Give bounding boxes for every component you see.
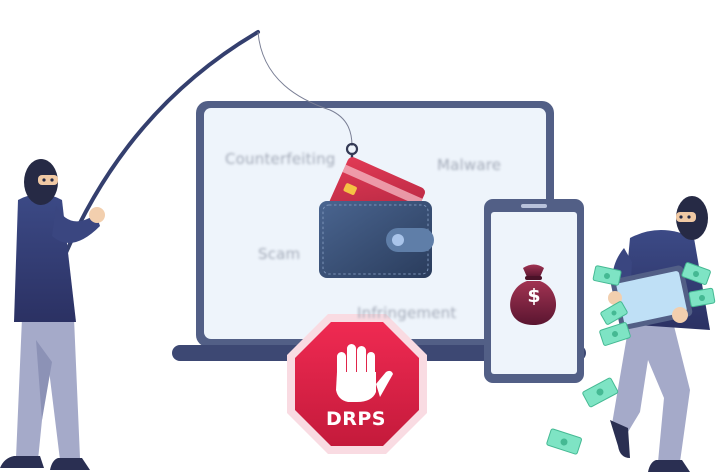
hacker-fishing-icon <box>0 159 105 470</box>
fishing-line <box>257 31 353 147</box>
cash-bill-icon <box>546 262 716 455</box>
stop-sign <box>287 314 427 454</box>
screen-label-counterfeiting: Counterfeiting <box>225 150 336 168</box>
wallet-icon <box>319 201 434 278</box>
screen-label-scam: Scam <box>258 245 301 263</box>
screen-label-malware: Malware <box>437 156 502 174</box>
stop-sign-label: DRPS <box>325 408 386 430</box>
stop-hand-icon <box>336 344 393 402</box>
hacker-thief-icon <box>608 196 710 472</box>
money-bag-icon <box>510 264 557 325</box>
screen-label-infringement: Infringement <box>357 304 457 322</box>
money-bag-symbol: $ <box>527 285 541 307</box>
